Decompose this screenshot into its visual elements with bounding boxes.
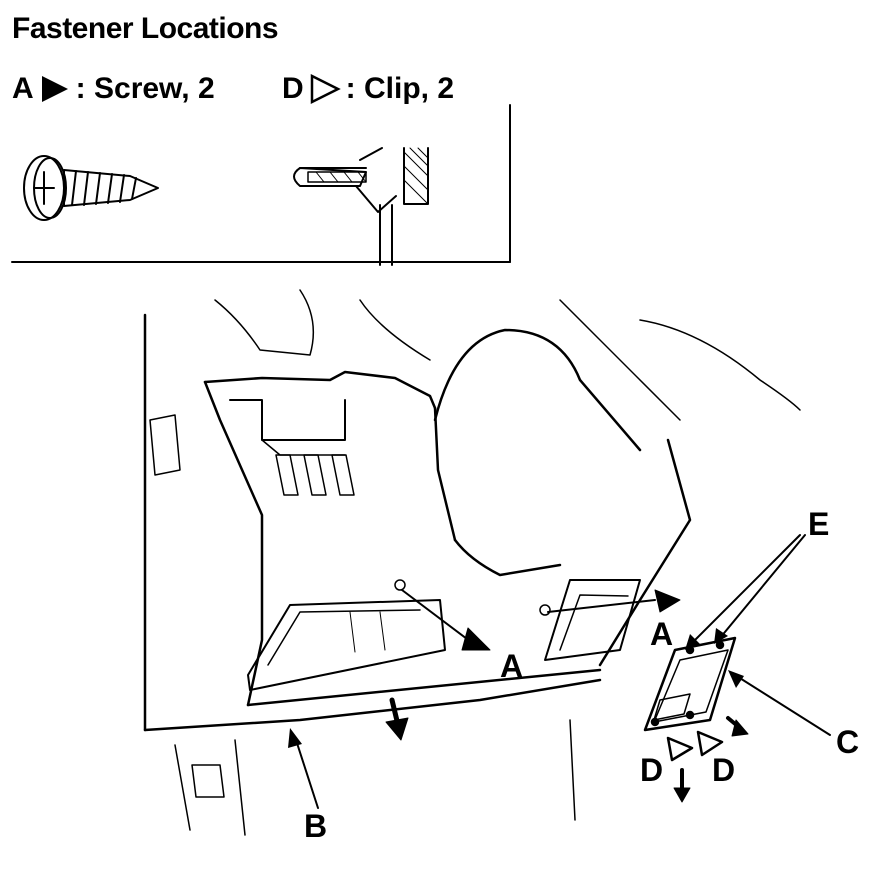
- leader-lines: [295, 534, 831, 809]
- legend-box: [11, 104, 511, 263]
- callout-b: B: [304, 808, 328, 844]
- callout-a-lower: A: [500, 648, 524, 684]
- legend-text-d: : Clip, 2: [345, 72, 455, 105]
- arrow-icon: [461, 589, 681, 651]
- legend-screw: A : Screw, 2: [12, 72, 215, 106]
- screw-icon: [23, 155, 159, 221]
- legend-key-a: A: [12, 72, 34, 105]
- legend-text-a: : Screw, 2: [75, 72, 215, 105]
- dashboard-panel-icon: [143, 289, 801, 836]
- cover-panel-icon: [643, 636, 737, 732]
- screw-marker-icons: [394, 579, 551, 616]
- outline-triangle-icon: [666, 730, 724, 762]
- callout-c: C: [836, 724, 860, 760]
- outline-triangle-icon: [310, 73, 341, 105]
- clip-icon: [293, 147, 429, 266]
- leader-arrowheads: [288, 628, 744, 748]
- legend-clip: D : Clip, 2: [282, 72, 454, 106]
- legend-key-d: D: [282, 72, 304, 105]
- removal-arrows: [385, 697, 749, 803]
- page-title: Fastener Locations: [12, 12, 279, 45]
- callout-d-right: D: [712, 752, 736, 788]
- callout-d-left: D: [640, 752, 664, 788]
- callout-e: E: [808, 506, 830, 542]
- callout-a-right: A: [650, 616, 674, 652]
- filled-triangle-icon: [41, 76, 68, 102]
